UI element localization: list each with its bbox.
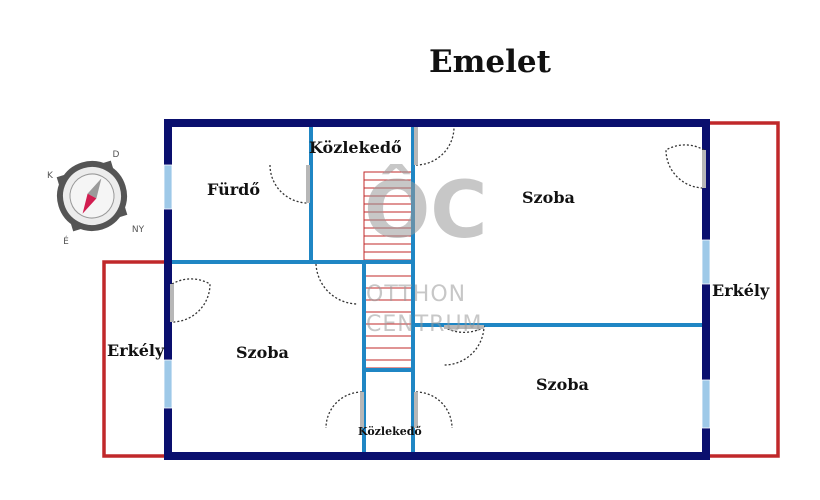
outer-walls — [164, 119, 710, 460]
balcony-right-outline — [706, 121, 780, 458]
balcony-left-outline — [102, 260, 168, 458]
compass-east: K — [47, 171, 54, 181]
room-label-room-bottom-right: Szoba — [536, 375, 589, 394]
watermark-line1: OTTHON — [366, 282, 467, 307]
compass-west: NY — [132, 225, 145, 235]
compass-south: D — [113, 150, 120, 160]
room-label-room-top-right: Szoba — [522, 188, 575, 207]
windows — [163, 164, 711, 429]
watermark-line2: CENTRUM — [366, 312, 483, 337]
room-label-hall-top: Közlekedő — [309, 138, 402, 157]
door-leaves — [170, 127, 706, 428]
compass-icon — [56, 160, 128, 232]
doors — [171, 126, 705, 429]
watermark-logo: ÔC — [364, 166, 488, 256]
room-label-balcony-right: Erkély — [712, 281, 770, 300]
room-label-room-left: Szoba — [236, 343, 289, 362]
room-label-hall-bottom: Közlekedő — [358, 425, 422, 438]
page-title: Emelet — [429, 44, 551, 80]
compass-north: É — [63, 235, 69, 247]
room-label-bathroom: Fürdő — [207, 180, 260, 199]
room-label-balcony-left: Erkély — [107, 341, 165, 360]
